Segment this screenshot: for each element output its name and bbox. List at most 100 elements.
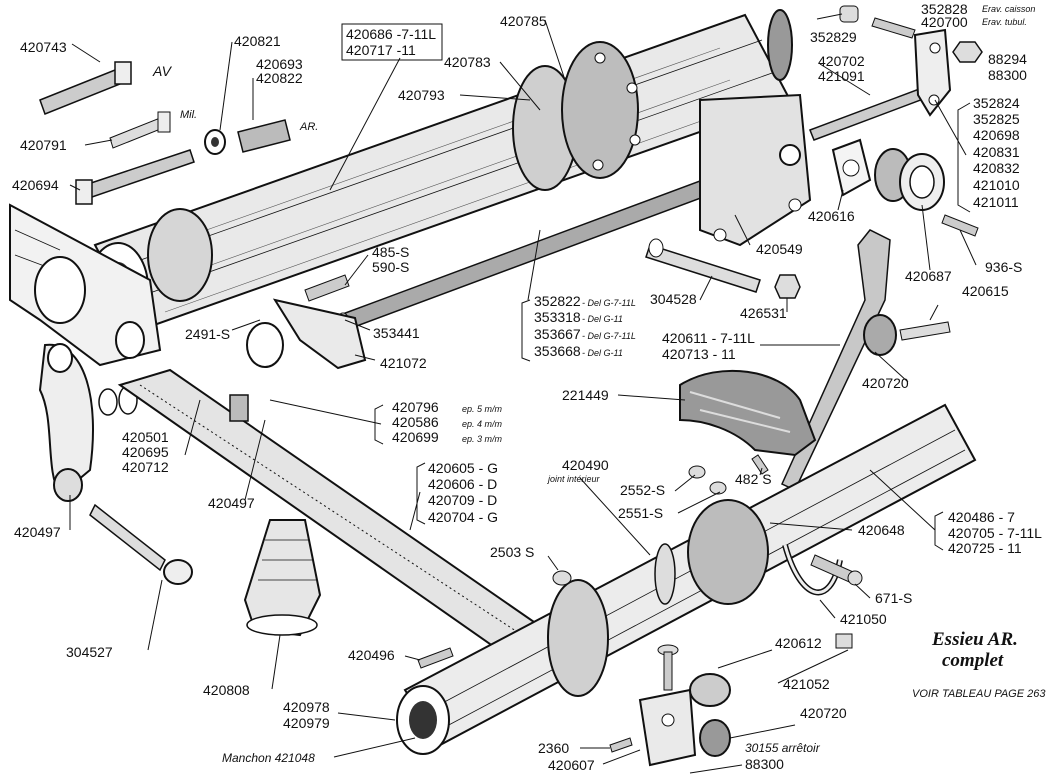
label-ar: AR. [299, 121, 318, 133]
label-420693: 420693 [256, 56, 303, 72]
title-block: Essieu AR. complet VOIR TABLEAU PAGE 263 [912, 629, 1046, 700]
tube-sleeve-420648 [687, 499, 769, 605]
label-420501: 420501 [122, 429, 169, 445]
label-221449: 221449 [562, 387, 609, 403]
label-420490: 420490 [562, 457, 609, 473]
nut-2552s [688, 465, 727, 495]
label-353667: 353667 [534, 326, 581, 342]
label-erav-caisson: Erav. caisson [982, 4, 1035, 14]
label-421050: 421050 [840, 611, 887, 627]
label-group-352824: 352824 [973, 95, 1020, 111]
label-352829: 352829 [810, 29, 857, 45]
bracket-353441 [246, 298, 367, 370]
label-box-line2: 420717 -11 [346, 42, 416, 58]
pin-304528 [645, 238, 761, 293]
label-group-421011: 421011 [973, 194, 1019, 210]
label-2491s: 2491-S [185, 326, 230, 342]
left-bracket-plate [9, 203, 162, 367]
bolt-420694 [75, 149, 195, 205]
label-420607: 420607 [548, 757, 595, 773]
label-420821: 420821 [234, 33, 281, 49]
pin-304527 [89, 503, 193, 585]
label-420586: 420586 [392, 414, 439, 430]
label-420822: 420822 [256, 70, 303, 86]
label-2551s: 2551-S [618, 505, 663, 521]
label-352828: 352828 [921, 1, 968, 17]
label-420612: 420612 [775, 635, 822, 651]
label-421091: 421091 [818, 68, 865, 84]
label-421052: 421052 [783, 676, 830, 692]
lever-arm-left [38, 343, 138, 502]
casting-420808 [243, 519, 322, 637]
label-420496: 420496 [348, 647, 395, 663]
label-2503s: 2503 S [490, 544, 534, 560]
label-353668: 353668 [534, 343, 581, 359]
label-420695: 420695 [122, 444, 169, 460]
nut-421052 [835, 633, 853, 649]
label-353441: 353441 [373, 325, 420, 341]
label-420709: 420709 - D [428, 492, 497, 508]
label-420699: 420699 [392, 429, 439, 445]
bushing-420720-top [863, 314, 951, 356]
label-group-420831: 420831 [973, 144, 1020, 160]
label-420743: 420743 [20, 39, 67, 55]
bolt-420743 [39, 61, 132, 115]
bolt-420700 [871, 17, 916, 39]
label-671s: 671-S [875, 590, 912, 606]
label-420712: 420712 [122, 459, 169, 475]
label-420497-left: 420497 [14, 524, 61, 540]
label-420586-note: ep. 4 m/m [462, 419, 503, 429]
label-420549: 420549 [756, 241, 803, 257]
part-labels: 420743 AV 420821 420693 420822 Mil. AR. … [12, 1, 1042, 773]
nut-352829 [839, 5, 859, 23]
label-304528: 304528 [650, 291, 697, 307]
label-420791: 420791 [20, 137, 67, 153]
lower-axle-tube [396, 403, 977, 755]
nut-426531 [774, 274, 801, 299]
label-420687: 420687 [905, 268, 952, 284]
label-420720-top: 420720 [862, 375, 909, 391]
label-420704: 420704 - G [428, 509, 498, 525]
tube-flange [561, 41, 639, 179]
label-420725: 420725 - 11 [948, 540, 1022, 556]
bolt-420791 [109, 111, 171, 149]
label-421072: 421072 [380, 355, 427, 371]
label-352822: 352822 [534, 293, 581, 309]
leader-lines [69, 13, 977, 774]
gasket-420616 [831, 138, 872, 197]
label-arretoir: 30155 arrêtoir [745, 741, 821, 755]
label-88300-top: 88300 [988, 67, 1027, 83]
label-box-line1: 420686 -7-11L [346, 26, 436, 42]
label-420694: 420694 [12, 177, 59, 193]
fender-221449 [679, 369, 817, 457]
label-420796-note: ep. 5 m/m [462, 404, 503, 414]
label-353318-note: - Del G-11 [582, 314, 623, 324]
label-420486: 420486 - 7 [948, 509, 1015, 525]
label-av: AV [152, 63, 173, 79]
label-420615: 420615 [962, 283, 1009, 299]
label-group-421010: 421010 [973, 177, 1020, 193]
label-353318: 353318 [534, 309, 581, 325]
label-88294: 88294 [988, 51, 1027, 67]
top-link-arm [809, 28, 952, 141]
label-group-420832: 420832 [973, 160, 1020, 176]
label-482s: 482 S [735, 471, 772, 487]
label-420796: 420796 [392, 399, 439, 415]
label-group-420698: 420698 [973, 127, 1020, 143]
bolt-2360 [609, 737, 633, 753]
bolt-420496 [417, 647, 454, 669]
label-420978: 420978 [283, 699, 330, 715]
label-420616: 420616 [808, 208, 855, 224]
label-88300-bottom: 88300 [745, 756, 784, 772]
label-420611: 420611 - 7-11L [662, 330, 755, 346]
ref-box-420686 [341, 23, 443, 61]
washer-420821 [204, 129, 226, 155]
label-426531: 426531 [740, 305, 787, 321]
label-590s: 590-S [372, 259, 409, 275]
nut-2503s [552, 570, 572, 586]
label-manchon: Manchon 421048 [222, 751, 315, 765]
label-420713: 420713 - 11 [662, 346, 736, 362]
label-420785: 420785 [500, 13, 547, 29]
bolt-482s [751, 454, 769, 475]
